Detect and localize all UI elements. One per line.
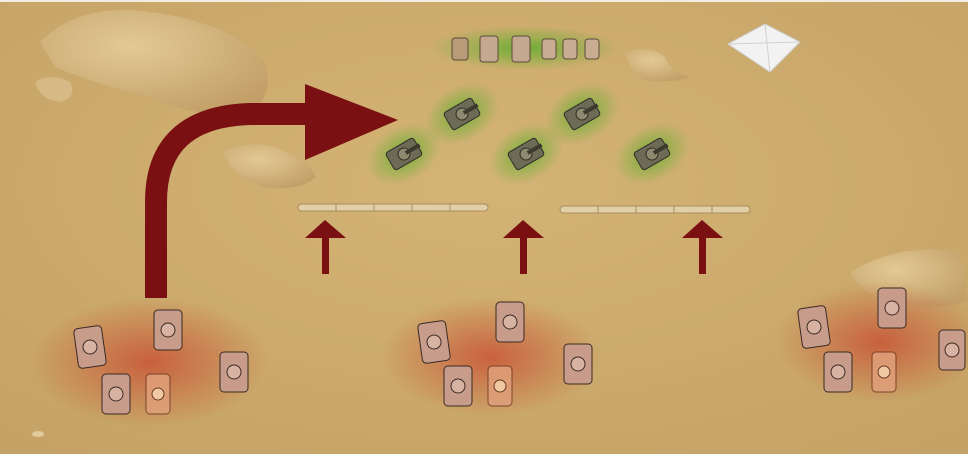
supply-truck-icon (512, 36, 530, 62)
tank-icon (73, 325, 106, 369)
attacking-group-center (380, 297, 600, 417)
tank-icon (824, 352, 852, 392)
attacking-group-left (30, 297, 270, 427)
tank-icon (797, 305, 830, 349)
tank-icon (146, 374, 170, 414)
tank-icon (872, 352, 896, 392)
sandbag-wall-icon (298, 204, 488, 211)
tank-icon (878, 288, 906, 328)
tank-icon (154, 310, 182, 350)
supply-convoy (430, 26, 620, 70)
tank-icon (102, 374, 130, 414)
sandbag-wall-icon (560, 206, 750, 213)
sandbag-wall-right (560, 206, 750, 213)
tank-icon (564, 344, 592, 384)
tank-icon (220, 352, 248, 392)
tank-icon (444, 366, 472, 406)
supply-truck-icon (480, 36, 498, 62)
tank-icon (939, 330, 965, 370)
tank-icon (488, 366, 512, 406)
tank-icon (496, 302, 524, 342)
tank-icon (417, 320, 450, 364)
rock-icon (32, 431, 44, 437)
supply-truck-icon (563, 39, 577, 59)
sandbag-wall-left (298, 204, 488, 211)
supply-truck-icon (542, 39, 556, 59)
supply-truck-icon (585, 39, 599, 59)
supply-truck-icon (452, 38, 468, 60)
